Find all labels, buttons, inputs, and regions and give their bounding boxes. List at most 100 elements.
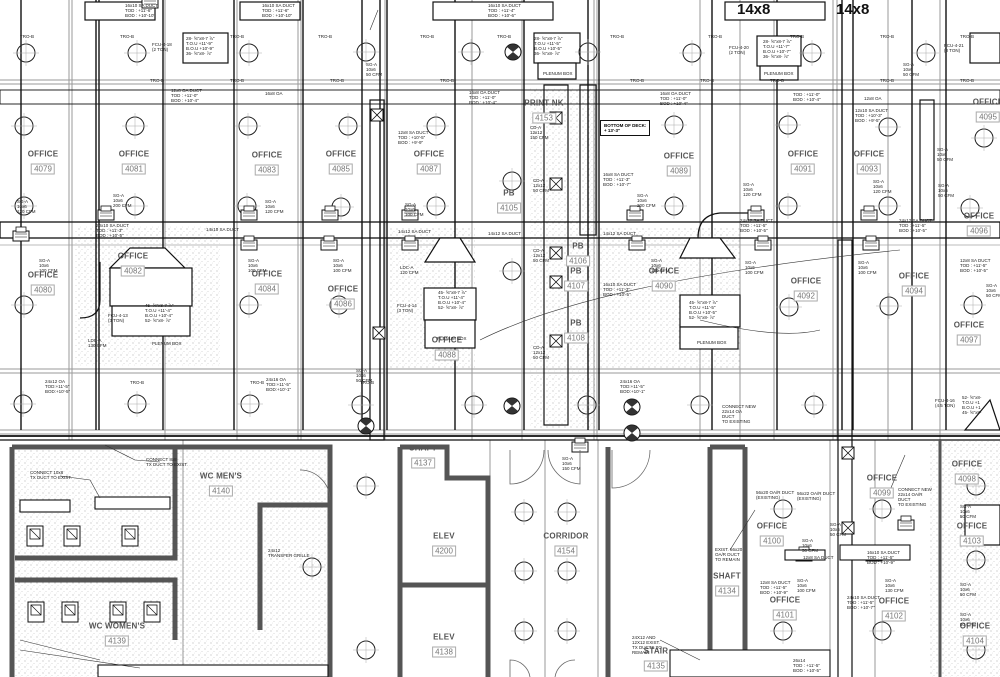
duct-tag: 14x12 SA DUCT (603, 231, 637, 236)
diffuser-tag: SG-A 10x6 200 CFM (637, 193, 656, 208)
leader-lines (19, 9, 906, 669)
duct-tag: 12x8 OA (864, 96, 882, 101)
duct-tag: CONNECT NEW 22x14 OA/R DUCT TO EXISTING (898, 487, 932, 507)
duct-tag: 16x10 SA DUCT TOD : +11'-6" BOD : +10'-1… (262, 3, 296, 18)
grille-tag: TRO-B (230, 34, 244, 39)
room-number: 4100 (760, 535, 784, 547)
room-number: 4135 (644, 660, 668, 672)
partition-walls (0, 0, 1000, 441)
diffuser-tag: SG-A 10x6 120 CFM (743, 182, 762, 197)
room-number: 4088 (435, 349, 459, 361)
duct-tag: 16x10 SA DUCT TOD : +11'-6" BOD : +10'-1… (125, 3, 159, 18)
duct-tag: 16x8 SA DUCT TOD : +11'-3" BOD : +10'-7" (603, 172, 634, 187)
room-name: OFFICE (251, 150, 283, 160)
equipment-tag: 52- ⅝"x8- T.O.U +1 B.O.U +1 45- ⅝"x8- (962, 395, 982, 415)
room-name: OFFICE (972, 97, 1000, 107)
duct-tag: 24x16 OA TOD:+11'-5" BOD:+10'-1" (266, 377, 292, 392)
diffuser-tag: CD-A 12x12 150 CFM (530, 125, 549, 140)
equipment-tag: 28- ⅝"x8-7 ⅞" T.O.U +11'-5" B.O.U +10'-5… (534, 36, 563, 56)
room-label: OFFICE 4101 (770, 596, 801, 623)
grille-tag: TRO-B (130, 380, 144, 385)
duct-tag: 24x12 SA DUCT TOD : +11'-5" BOD : +10'-5… (740, 218, 774, 233)
diffuser-tag: SG-A 10x6 100 CFM (39, 258, 58, 273)
grille-tag: TRO-B (250, 380, 264, 385)
room-name: OFFICE (118, 149, 150, 159)
equipment-tag: FCU-4-21 (3 TON) (944, 43, 964, 53)
duct-tag: 12x8 SA DUCT TOD : +11'-5" BOD : +10'-9" (760, 580, 791, 595)
room-number: 4106 (566, 255, 590, 267)
room-name: OFFICE (963, 211, 995, 221)
room-number: 4086 (331, 298, 355, 310)
diffuser-tag: LDC-A 130 CFM (88, 338, 107, 348)
room-name: OFFICE (648, 266, 680, 276)
diffuser-tag: SG-A 10x6 100 CFM (858, 260, 877, 275)
room-label: STAIR 4135 (644, 647, 668, 674)
grille-tag: TRO-B (330, 78, 344, 83)
room-number: 4092 (794, 290, 818, 302)
equipment-tag: 45- ⅝"x8-7 ⅞" T.O.U +11'-5" B.O.U +10'-5… (689, 300, 718, 320)
duct-tag: 16x10 SA DUCT TOD : +11'-5" BOD : +10'-9… (867, 550, 901, 565)
diffuser-tag: SG-A 10x6 100 CFM (797, 578, 816, 593)
room-number: 4081 (122, 163, 146, 175)
room-label: OFFICE 4085 (326, 150, 357, 177)
duct-tag: CONNECT NEW 22x14 OA DUCT TO EXISTING (722, 404, 756, 424)
equipment-tag: PLENUM BOX (543, 71, 573, 76)
room-name: OFFICE (951, 459, 983, 469)
room-number: 4087 (417, 163, 441, 175)
diffuser-tag: SG-A 10x6 50 CFM (903, 62, 920, 77)
duct-tag: 24x16 OA TOD:+11'-5" BOD:+10'-1" (620, 379, 646, 394)
duct-tag: 12x8 SA DUCT (803, 555, 834, 560)
room-number: 4085 (329, 163, 353, 175)
room-name: STAIR (643, 646, 669, 656)
room-name: ELEV (433, 632, 455, 642)
duct-tag: CONNECT 8x8 TX DUCT TO EXIST. (146, 457, 188, 467)
duct-tag: 16x8 OA (265, 91, 283, 96)
room-name: OFFICE (853, 149, 885, 159)
room-name: OFFICE (898, 271, 930, 281)
room-name: WC MEN'S (199, 471, 243, 481)
diffuser-tag: SG-A 10x6 50 CFM (802, 538, 819, 553)
room-name: ELEV (433, 531, 455, 541)
duct-size-label: 14x8 (737, 1, 771, 18)
grille-tag: TRO-B (150, 78, 164, 83)
grille-tag: TRO-B (700, 78, 714, 83)
duct-tag: 16x8 OA DUCT TOD : +11'-0" BOD : +10'-4" (660, 91, 692, 106)
room-number: 4091 (791, 163, 815, 175)
duct-tag: 14x12 SA DUCT (488, 231, 522, 236)
grille-tag: TRO-B (360, 380, 374, 385)
duct-tag: 14x10 SA DUCT (206, 227, 240, 232)
room-name: OFFICE (878, 596, 910, 606)
diffuser-tag: SG-A 10x6 50 CFM (938, 183, 955, 198)
grille-tag: TRO-B (770, 78, 784, 83)
grille-tag: TRO-B (880, 34, 894, 39)
duct-size-label: 14x8 (836, 1, 870, 18)
equipment-tag: PLENUM BOX (152, 341, 182, 346)
equipment-tag: 28- ⅝"x8-7 ⅞" T.O.U +11'-7" B.O.U +10'-7… (763, 39, 792, 59)
diffuser-tag: CD-A 12x12 50 CFM (533, 178, 550, 193)
room-name: OFFICE (413, 149, 445, 159)
room-number: 4108 (564, 332, 588, 344)
diffuser-tag: SG-A 10x6 130 CFM (651, 258, 670, 273)
room-name: OFFICE (251, 269, 283, 279)
room-number: 4101 (773, 609, 797, 621)
grille-tag: TRO-B (708, 34, 722, 39)
bottom-of-deck-note: BOTTOM OF DECK: + 13'-3" (600, 120, 651, 136)
equipment-tag: 45- ⅝"x8-7 ⅞" T.O.U +11'-4" B.O.U +10'-4… (145, 303, 174, 323)
duct-tag: TOD : +11'-0" BOD : +10'-4" (793, 92, 821, 102)
room-name: PB (570, 266, 582, 276)
room-number: 4154 (554, 545, 578, 557)
duct-tag: 24x12 TRANSFER GRILLE (268, 548, 310, 558)
grille-tag: TRO-B (790, 34, 804, 39)
grille-tag: TRO-B (20, 34, 34, 39)
duct-tag: 12x8 SA DUCT TOD : +10'-5" BOD : +9'-9" (398, 130, 429, 145)
room-name: OFFICE (325, 149, 357, 159)
room-name: OFFICE (769, 595, 801, 605)
